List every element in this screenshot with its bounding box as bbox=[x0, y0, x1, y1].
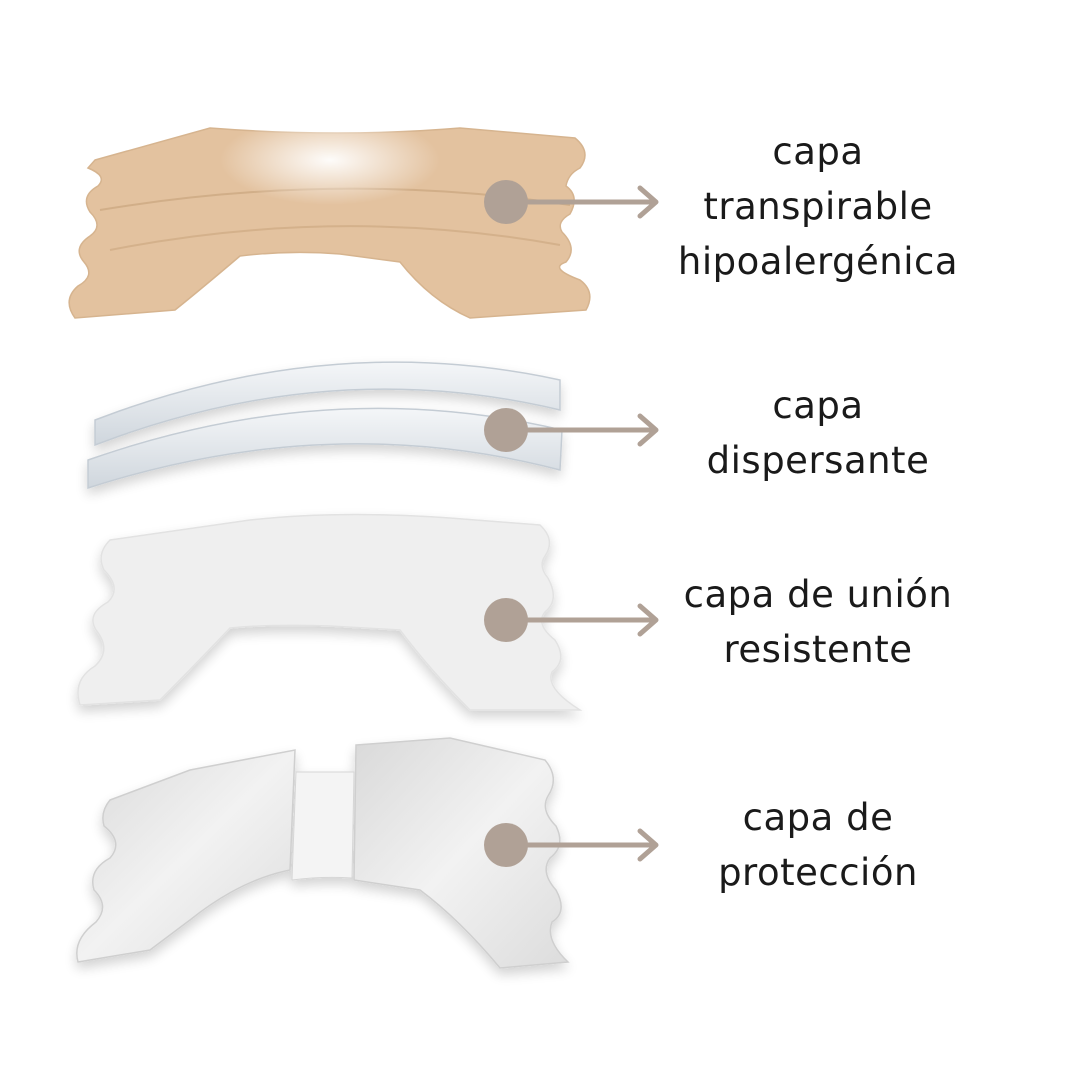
label-bonding: capa de unión resistente bbox=[648, 567, 988, 677]
protection-layer-liner bbox=[76, 737, 570, 969]
pointer-dispersing bbox=[484, 408, 659, 452]
protection-right-panel bbox=[353, 737, 570, 969]
label-dispersing: capa dispersante bbox=[648, 378, 988, 488]
label-line: protección bbox=[718, 851, 918, 894]
label-line: capa bbox=[772, 384, 864, 427]
pointer-bonding bbox=[484, 598, 659, 642]
dispersing-band-bottom bbox=[87, 407, 563, 490]
breathable-layer-strip bbox=[68, 115, 591, 319]
label-line: capa bbox=[772, 130, 864, 173]
label-line: resistente bbox=[723, 628, 913, 671]
label-line: dispersante bbox=[706, 439, 930, 482]
bonding-layer-shape bbox=[77, 513, 583, 711]
label-breathable: capa transpirable hipoalergénica bbox=[648, 124, 988, 289]
protection-center-gap bbox=[291, 771, 355, 881]
label-line: transpirable bbox=[703, 185, 933, 228]
label-protection: capa de protección bbox=[648, 790, 988, 900]
dispersing-band-top bbox=[94, 361, 561, 447]
pointer-protection bbox=[484, 823, 659, 867]
bonding-layer-sheet bbox=[77, 513, 583, 711]
label-line: capa de bbox=[742, 796, 894, 839]
label-line: hipoalergénica bbox=[677, 240, 959, 283]
pointer-breathable bbox=[484, 180, 659, 224]
protection-left-panel bbox=[76, 749, 296, 963]
breathable-layer-shape bbox=[68, 127, 591, 319]
dispersing-layer-bands bbox=[87, 361, 563, 490]
label-line: capa de unión bbox=[683, 573, 953, 616]
glare-highlight bbox=[220, 115, 440, 205]
